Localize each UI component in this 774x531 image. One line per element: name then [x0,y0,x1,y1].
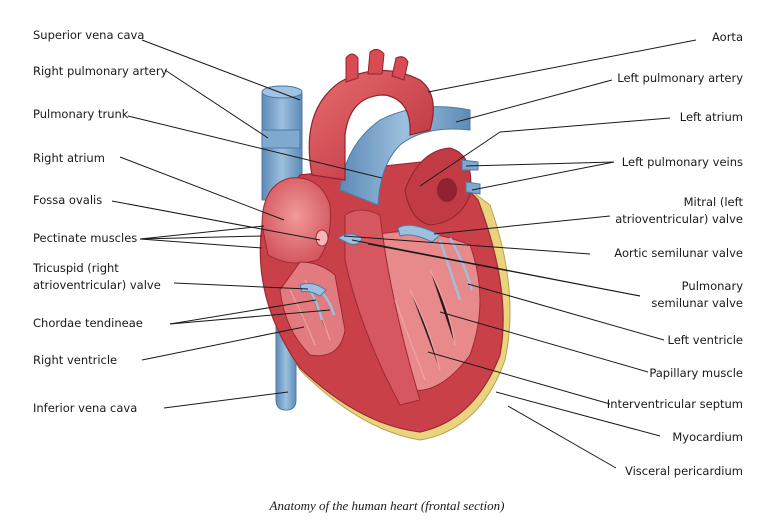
right-pulmonary-artery-shape [261,129,301,149]
label-interventricular-septum: Interventricular septum [607,397,743,411]
line-pectinate-3 [139,238,263,249]
label-aorta: Aorta [712,30,743,44]
label-right-atrium: Right atrium [33,151,105,165]
label-chordae-tendineae: Chordae tendineae [33,316,143,330]
label-fossa-ovalis: Fossa ovalis [33,193,102,207]
line-aortic-semilunar [343,235,591,255]
leader-lines [111,39,697,469]
label-myocardium: Myocardium [672,430,743,444]
line-fossa-ovalis [111,200,321,241]
line-chordae-2 [169,309,331,325]
line-pectinate-2 [139,235,263,240]
labels-right: Aorta Left pulmonary artery Left atrium … [607,30,744,478]
label-pulmonary-trunk: Pulmonary trunk [33,107,129,121]
label-pulmonary-line1: Pulmonary [682,279,744,293]
line-mitral [433,215,611,235]
line-aorta [427,39,697,93]
line-right-atrium [119,156,285,221]
aorta-shape [308,69,434,181]
line-pulmonary-trunk [127,115,383,179]
line-left-pulm-vein-1 [465,161,615,167]
label-left-pulmonary-artery: Left pulmonary artery [617,71,743,85]
line-right-ventricle [141,326,305,361]
label-left-ventricle: Left ventricle [668,333,744,347]
line-left-pulm-vein-2 [471,161,615,191]
label-right-ventricle: Right ventricle [33,353,117,367]
line-pectinate-1 [139,225,265,240]
line-left-ventricle [467,283,665,341]
labels-left: Superior vena cava Right pulmonary arter… [32,28,168,415]
label-tricuspid-line2: atrioventricular) valve [33,278,161,292]
line-inferior-vena-cava [163,391,289,409]
aorta-branch-2 [367,48,385,75]
tricuspid-valve-shape [299,282,327,297]
label-papillary-muscle: Papillary muscle [649,366,743,380]
left-pulmonary-vein-upper [461,159,479,171]
line-right-pulmonary-artery [164,69,269,139]
label-pulmonary-line2: semilunar valve [651,296,743,310]
right-ventricle-shape [279,261,346,357]
line-pulmonary-semilunar-2 [367,243,641,297]
right-atrium-shape [261,177,331,264]
line-myocardium [495,391,661,437]
label-mitral-line1: Mitral (left [684,195,744,209]
line-interventricular-septum [427,351,611,405]
left-atrium-opening [437,178,457,202]
pulmonary-trunk-shape [339,106,471,206]
aorta-branch-1 [345,53,359,83]
muscle-striations [289,269,456,381]
label-pectinate-muscles: Pectinate muscles [33,231,137,245]
left-pulmonary-vein-lower [465,181,481,195]
line-papillary-muscle [439,311,649,373]
line-left-atrium-2 [419,131,501,187]
line-chordae-1 [169,299,317,325]
line-superior-vena-cava [141,39,301,101]
line-tricuspid [173,282,309,290]
label-superior-vena-cava: Superior vena cava [33,28,144,42]
label-left-atrium: Left atrium [680,110,743,124]
label-left-pulmonary-veins: Left pulmonary veins [622,155,743,169]
aorta-branch-3 [391,56,409,81]
label-visceral-pericardium: Visceral pericardium [625,464,743,478]
line-left-atrium [499,117,671,133]
label-aortic-semilunar-valve: Aortic semilunar valve [614,246,743,260]
label-inferior-vena-cava: Inferior vena cava [33,401,137,415]
line-visceral-pericardium [507,405,617,469]
label-mitral-line2: atrioventricular) valve [615,212,743,226]
interventricular-septum-shape [344,209,421,406]
heart-illustration [259,48,511,441]
fossa-ovalis-shape [315,229,329,247]
label-tricuspid-line1: Tricuspid (right [32,261,119,275]
figure-caption: Anatomy of the human heart (frontal sect… [269,498,505,513]
label-right-pulmonary-artery: Right pulmonary artery [33,64,168,78]
line-left-pulmonary-artery [455,79,613,123]
